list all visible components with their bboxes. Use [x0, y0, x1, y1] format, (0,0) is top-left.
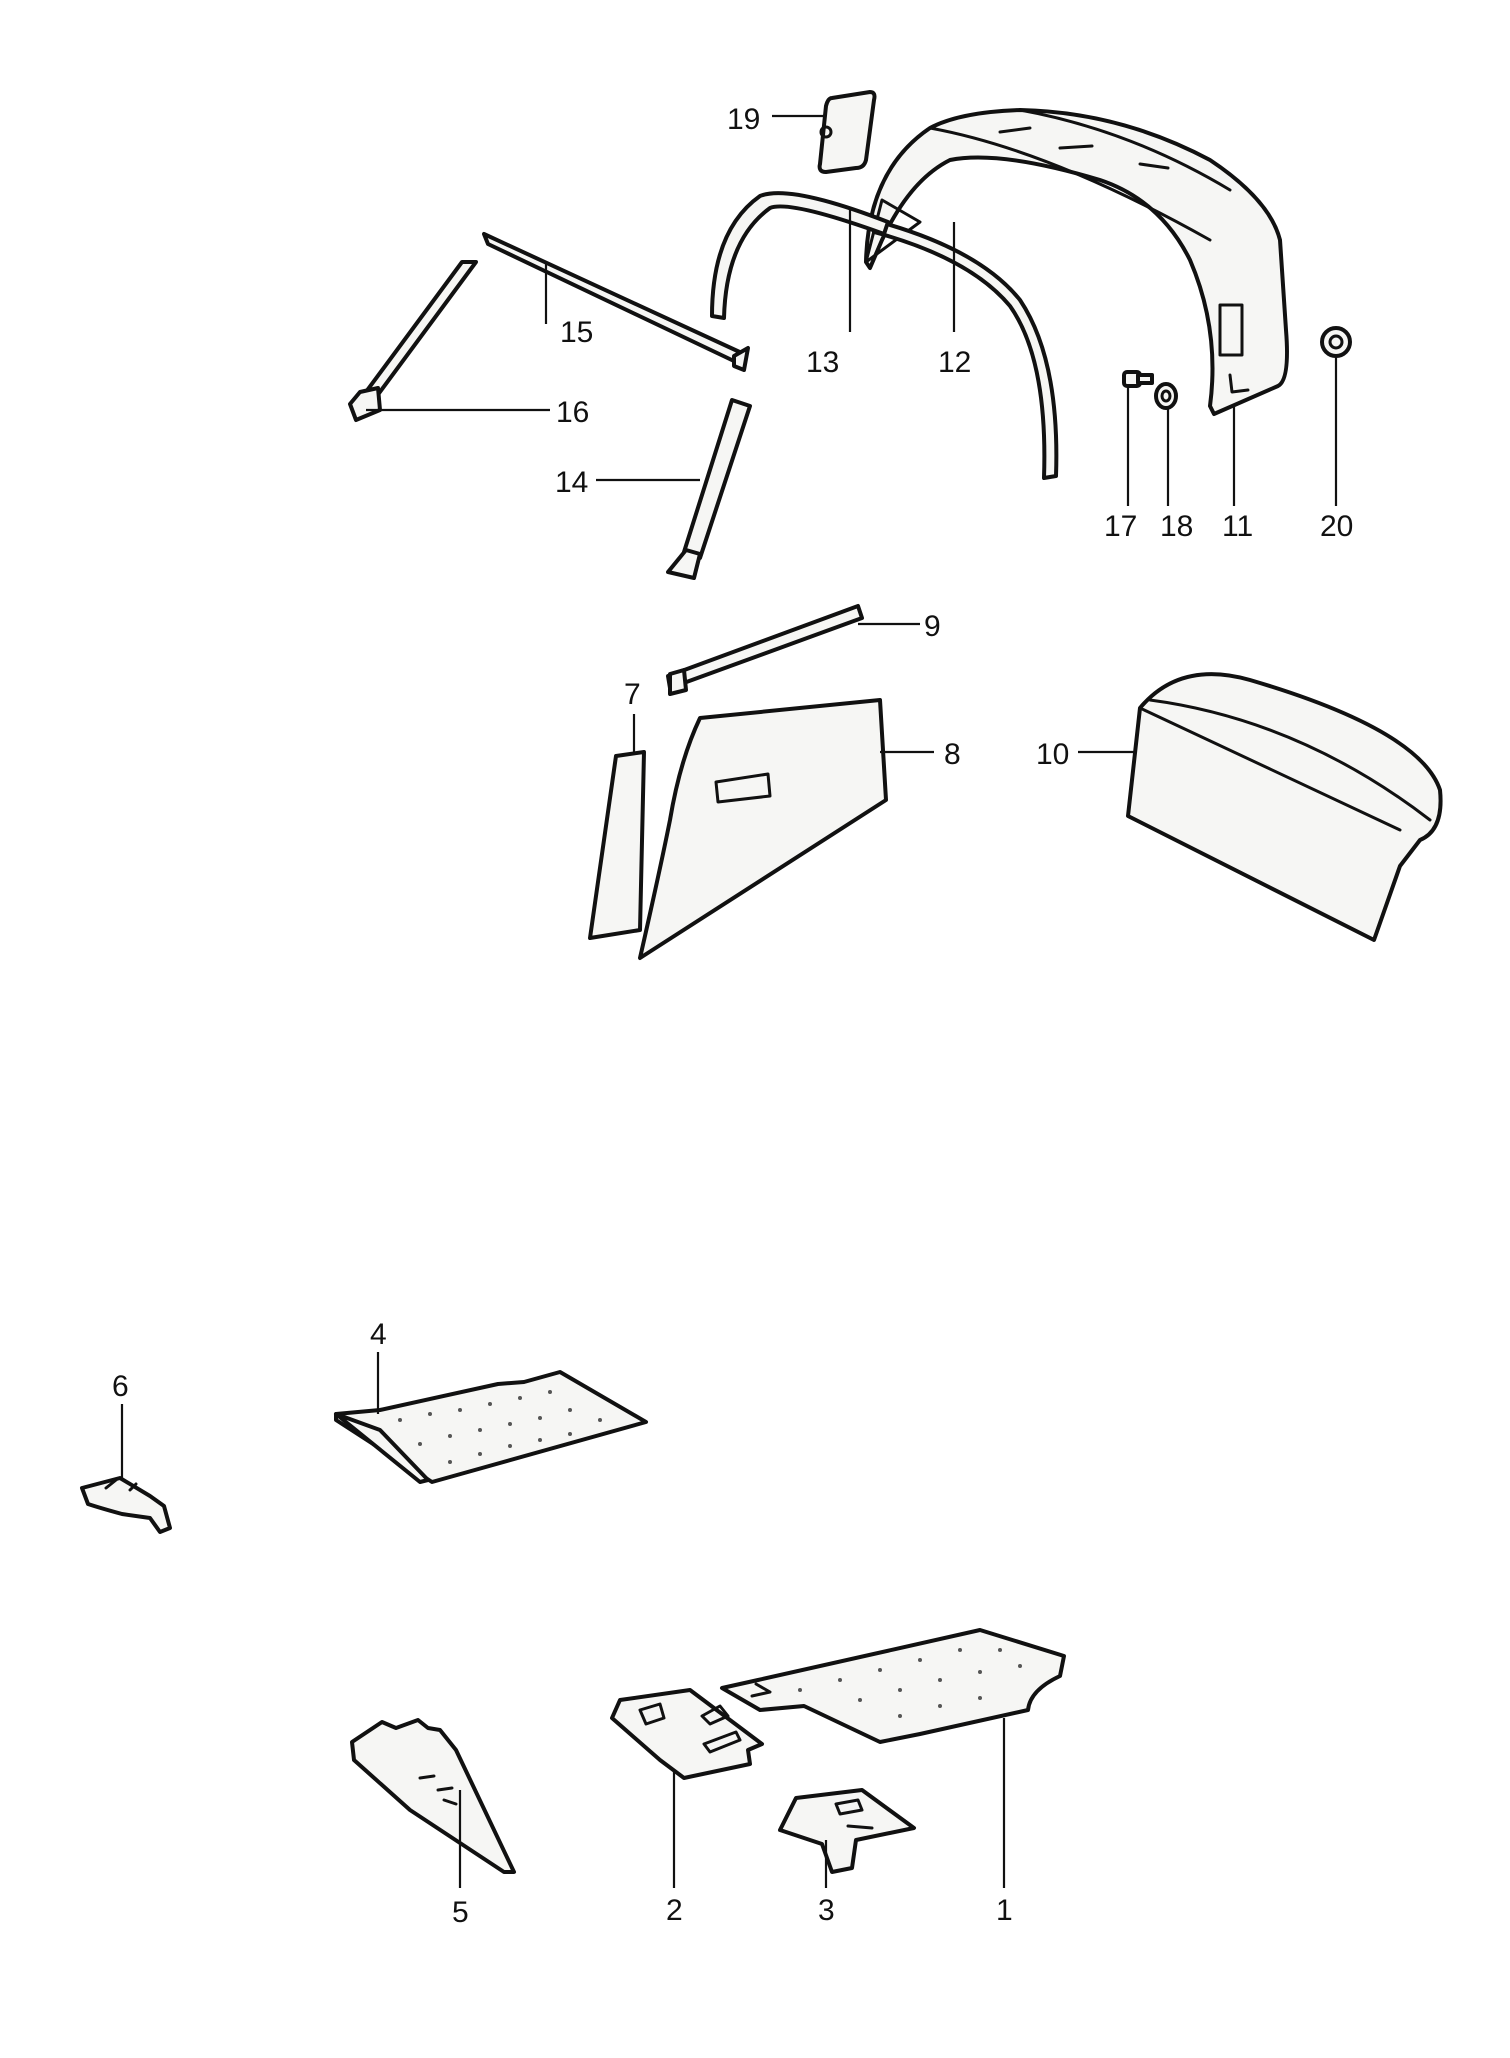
callout-12: 12 — [938, 346, 971, 379]
part-16-pillar-trim — [348, 260, 478, 422]
part-19-pad — [817, 90, 877, 174]
callout-14: 14 — [555, 466, 588, 499]
callout-19: 19 — [727, 103, 760, 136]
part-4-floor-mat — [334, 1370, 648, 1484]
callout-17: 17 — [1104, 510, 1137, 543]
part-17-screw — [1122, 370, 1154, 388]
callout-6: 6 — [112, 1370, 129, 1403]
part-10-rear-panel — [1126, 672, 1443, 942]
part-14-pillar-trim — [666, 398, 752, 580]
part-13-arch-trim — [710, 191, 890, 320]
part-20-grommet — [1320, 326, 1352, 358]
callout-20: 20 — [1320, 510, 1353, 543]
callout-10: 10 — [1036, 738, 1069, 771]
part-12-arch-trim — [872, 220, 1059, 480]
part-18-washer — [1154, 382, 1178, 410]
part-1-floor-mat — [720, 1628, 1066, 1744]
leader-lines — [120, 114, 1338, 1888]
callout-15: 15 — [560, 316, 593, 349]
part-15-upper-rail — [482, 232, 750, 372]
part-6-bracket — [80, 1476, 172, 1534]
callout-16: 16 — [556, 396, 589, 429]
callout-18: 18 — [1160, 510, 1193, 543]
callout-11: 11 — [1222, 510, 1253, 543]
callout-9: 9 — [924, 610, 941, 643]
callout-13: 13 — [806, 346, 839, 379]
part-7-side-trim — [588, 750, 646, 940]
part-11-wheelhouse-cover — [864, 108, 1289, 416]
callout-2: 2 — [666, 1894, 683, 1927]
part-3-plate — [778, 1788, 916, 1874]
callout-8: 8 — [944, 738, 961, 771]
part-9-sill-strip — [666, 604, 864, 696]
callout-3: 3 — [818, 1894, 835, 1927]
part-2-plate — [610, 1688, 764, 1780]
callout-5: 5 — [452, 1896, 469, 1929]
part-5-side-plate — [350, 1718, 516, 1874]
callout-labels: 19 13 12 15 16 14 17 18 11 20 9 7 8 10 4… — [112, 103, 1353, 1929]
callout-7: 7 — [624, 678, 641, 711]
callout-1: 1 — [996, 1894, 1013, 1927]
part-8-side-panel — [638, 698, 888, 960]
callout-4: 4 — [370, 1318, 387, 1351]
